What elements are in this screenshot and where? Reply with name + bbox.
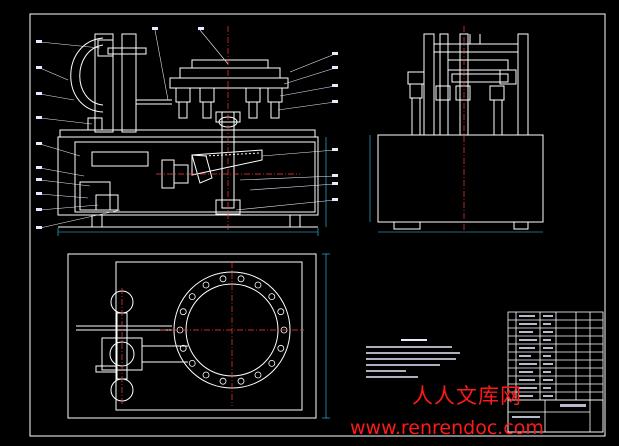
title-block	[507, 311, 604, 433]
side-view	[377, 33, 544, 230]
side-view-dimensions	[369, 135, 543, 233]
front-view-dimensions	[57, 137, 327, 236]
front-view	[57, 33, 319, 228]
drawing-frame	[29, 13, 606, 437]
watermark-site-title: 人人文库网	[412, 384, 522, 408]
callout-ticks	[36, 27, 338, 229]
technical-notes-block	[366, 339, 460, 378]
title-block-entries	[512, 315, 586, 418]
top-view-centerlines	[121, 262, 304, 406]
callout-leaders	[39, 29, 336, 229]
front-view-centerlines	[156, 26, 300, 232]
top-view-dimensions	[322, 253, 330, 419]
watermark-url: www.renrendoc.com	[350, 417, 544, 439]
